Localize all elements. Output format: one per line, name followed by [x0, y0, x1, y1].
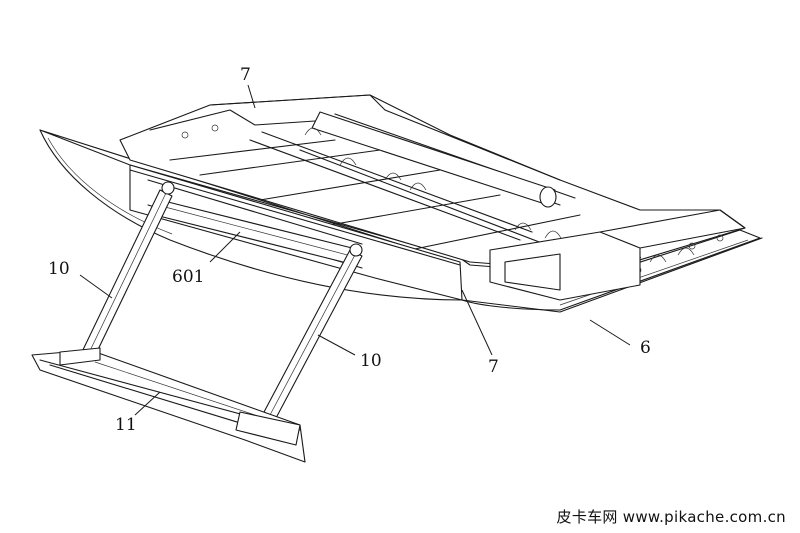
support-link-right [263, 243, 363, 419]
label-10-right: 10 [360, 351, 382, 371]
label-7-top: 7 [240, 65, 251, 85]
label-6: 6 [640, 338, 651, 358]
support-link-left [79, 181, 175, 363]
main-frame [119, 94, 746, 301]
label-601: 601 [172, 267, 204, 287]
label-7-bottom: 7 [488, 357, 499, 377]
label-11: 11 [115, 415, 137, 435]
leader-lines [79, 84, 631, 416]
label-10-left: 10 [48, 259, 70, 279]
watermark-text: 皮卡车网 www.pikache.com.cn [556, 508, 786, 526]
foot-step-board [31, 347, 306, 463]
